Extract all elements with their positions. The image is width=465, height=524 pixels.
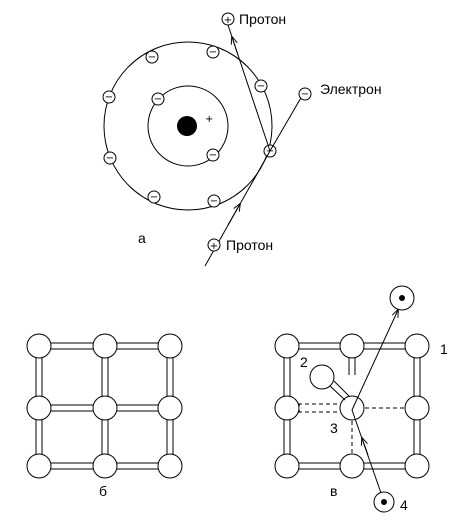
incoming-proton-arrow — [227, 204, 240, 226]
electron-sign: − — [209, 47, 217, 58]
interstitial-link — [329, 385, 346, 401]
lattice-atom — [26, 333, 52, 359]
lattice-atom — [92, 453, 118, 479]
electron — [151, 92, 165, 106]
interstitial-link — [333, 380, 350, 397]
electron-sign: − — [154, 94, 162, 105]
interstitial-atom — [309, 364, 335, 390]
inner-electron-shell — [147, 85, 229, 167]
electron-sign: − — [106, 153, 114, 164]
electron — [102, 90, 116, 104]
electron — [147, 190, 161, 204]
electron-sign: − — [257, 81, 265, 92]
lattice-atom — [339, 453, 365, 479]
electron — [206, 148, 220, 162]
lattice-atom — [274, 453, 300, 479]
outer-electron-shell — [103, 41, 273, 211]
marker-3: 3 — [330, 420, 338, 436]
lattice-atom — [26, 453, 52, 479]
panel-v-label: в — [330, 483, 337, 499]
proton-top — [221, 12, 235, 26]
lattice-atom — [274, 395, 300, 421]
proton-sign: + — [210, 241, 218, 252]
proton-top-label: Протон — [239, 11, 286, 27]
panel-a-atom: + − − − − − − − − − − — [102, 11, 382, 267]
marker-2: 2 — [300, 354, 308, 370]
proton-bottom-label: Протон — [226, 237, 273, 253]
nucleus-charge: + — [205, 114, 213, 125]
lattice-atom — [339, 333, 365, 359]
panel-b-lattice — [26, 333, 183, 479]
electron-sign: − — [209, 150, 217, 161]
nucleus — [177, 116, 197, 136]
lattice-atom — [157, 453, 183, 479]
proton-sign: + — [224, 15, 232, 26]
electron — [145, 50, 159, 64]
ejected-particle-core — [399, 295, 405, 301]
marker-1: 1 — [440, 341, 448, 357]
ejected-electron-path — [269, 95, 303, 152]
lattice-atom — [404, 333, 430, 359]
electron-sign: − — [105, 92, 113, 103]
panel-a-label: а — [138, 230, 146, 246]
panel-v-lattice — [274, 333, 430, 479]
scattered-proton-arrow — [232, 37, 239, 56]
lattice-atom — [404, 453, 430, 479]
panel-b-label: б — [99, 483, 107, 499]
electron-sign: − — [148, 52, 156, 63]
outgoing-particle-path — [351, 310, 398, 411]
marker-4: 4 — [400, 497, 408, 513]
lattice-atom — [26, 395, 52, 421]
electron — [103, 151, 117, 165]
lattice-atom — [339, 395, 365, 421]
outer-electrons: − − − − − − − — [102, 45, 268, 208]
panel-v-annotations: 1 2 3 4 в — [298, 285, 448, 513]
electron — [254, 79, 268, 93]
electron — [206, 45, 220, 59]
lattice-atom — [157, 333, 183, 359]
ejected-electron — [298, 87, 312, 101]
lattice-atom — [157, 395, 183, 421]
proton-bottom — [207, 238, 221, 252]
electron — [207, 194, 221, 208]
incoming-particle-arrow — [362, 438, 369, 456]
lattice-atom — [92, 395, 118, 421]
lattice-atom — [274, 333, 300, 359]
electron-sign: − — [150, 192, 158, 203]
electron-sign: − — [301, 89, 309, 100]
lattice-atom — [92, 333, 118, 359]
electron-label: Электрон — [320, 81, 382, 97]
electron-sign: − — [210, 196, 218, 207]
lattice-atom — [404, 395, 430, 421]
inner-electrons: − − — [151, 92, 220, 162]
incoming-particle-core — [381, 499, 387, 505]
